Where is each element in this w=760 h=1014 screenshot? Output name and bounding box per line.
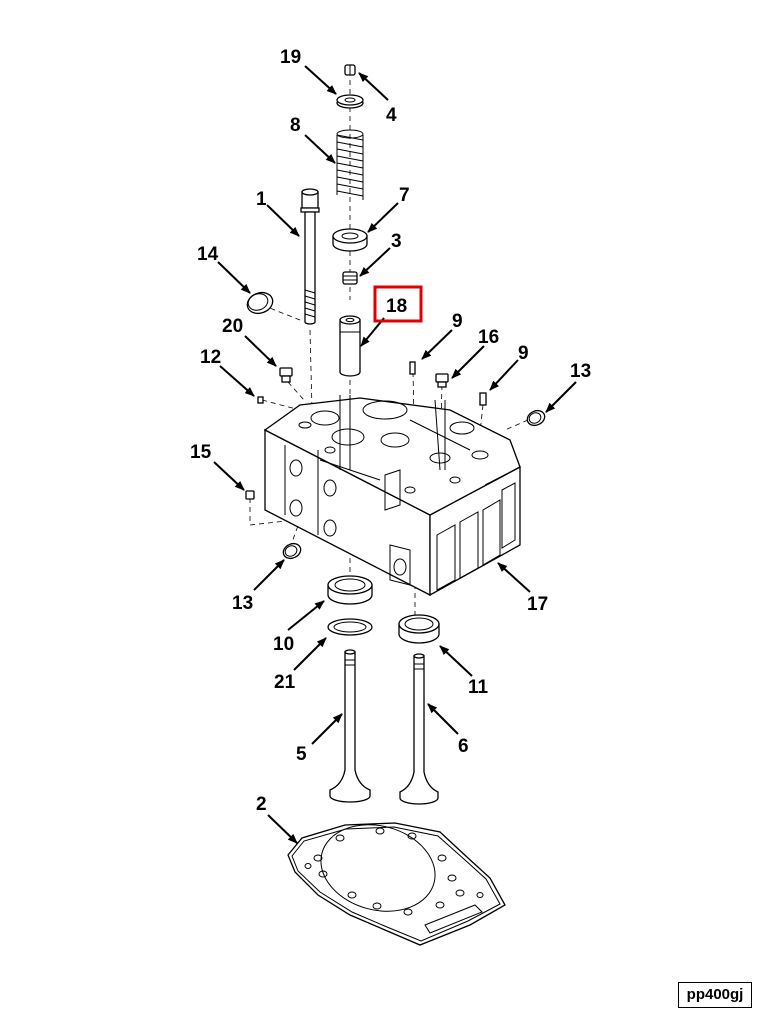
part-dowel-12 bbox=[257, 396, 264, 404]
part-valve-collet bbox=[344, 64, 356, 76]
callout-19: 19 bbox=[280, 47, 301, 68]
callout-9-right: 9 bbox=[518, 343, 529, 364]
leader-arrows bbox=[213, 65, 577, 844]
callout-14: 14 bbox=[197, 244, 219, 265]
callout-labels: 1 2 3 4 5 6 7 8 9 9 10 11 12 13 13 14 15… bbox=[190, 47, 591, 815]
part-cylinder-head bbox=[263, 395, 521, 597]
part-spring-seat bbox=[332, 228, 368, 252]
callout-16: 16 bbox=[478, 327, 499, 348]
part-expansion-plug-top bbox=[246, 291, 274, 315]
part-cylinder-head-bolt bbox=[300, 188, 320, 325]
callout-17: 17 bbox=[527, 594, 548, 615]
callout-13-left: 13 bbox=[232, 593, 253, 614]
part-valve-seat-insert-10 bbox=[327, 575, 373, 605]
part-pipe-plug-16 bbox=[435, 373, 449, 388]
part-expansion-plug-left bbox=[282, 542, 302, 560]
part-valve-5 bbox=[329, 649, 371, 803]
part-seat-ring-21 bbox=[327, 618, 373, 636]
callout-3: 3 bbox=[391, 231, 402, 252]
part-spring-retainer bbox=[336, 94, 364, 109]
part-valve-stem-seal bbox=[342, 271, 358, 285]
callout-highlight-box bbox=[373, 285, 423, 323]
callout-11: 11 bbox=[468, 677, 489, 698]
callout-21: 21 bbox=[274, 672, 296, 693]
callout-8: 8 bbox=[290, 115, 301, 136]
part-plug-15 bbox=[245, 490, 255, 500]
callout-1: 1 bbox=[256, 189, 267, 210]
callout-18: 18 bbox=[386, 296, 407, 317]
callout-7: 7 bbox=[399, 185, 410, 206]
callout-12: 12 bbox=[200, 347, 221, 368]
part-pipe-plug-20 bbox=[279, 367, 293, 383]
callout-6: 6 bbox=[458, 736, 469, 757]
callout-13-right: 13 bbox=[570, 361, 591, 382]
callout-10: 10 bbox=[273, 634, 294, 655]
part-valve-6 bbox=[399, 653, 439, 805]
reference-code-label: pp400gj bbox=[678, 982, 752, 1008]
callout-9-left: 9 bbox=[452, 311, 463, 332]
part-valve-seat-insert-11 bbox=[398, 614, 440, 644]
part-expansion-plug-right bbox=[526, 409, 546, 427]
callout-2: 2 bbox=[256, 794, 267, 815]
callout-15: 15 bbox=[190, 442, 212, 463]
part-dowel-pin-9-left bbox=[409, 361, 416, 375]
part-valve-guide bbox=[339, 315, 361, 377]
part-valve-spring bbox=[336, 129, 364, 200]
callout-20: 20 bbox=[222, 316, 243, 337]
callout-5: 5 bbox=[296, 744, 307, 765]
part-head-gasket bbox=[287, 822, 506, 946]
callout-4: 4 bbox=[386, 105, 397, 126]
part-dowel-pin-9-right bbox=[479, 392, 487, 406]
